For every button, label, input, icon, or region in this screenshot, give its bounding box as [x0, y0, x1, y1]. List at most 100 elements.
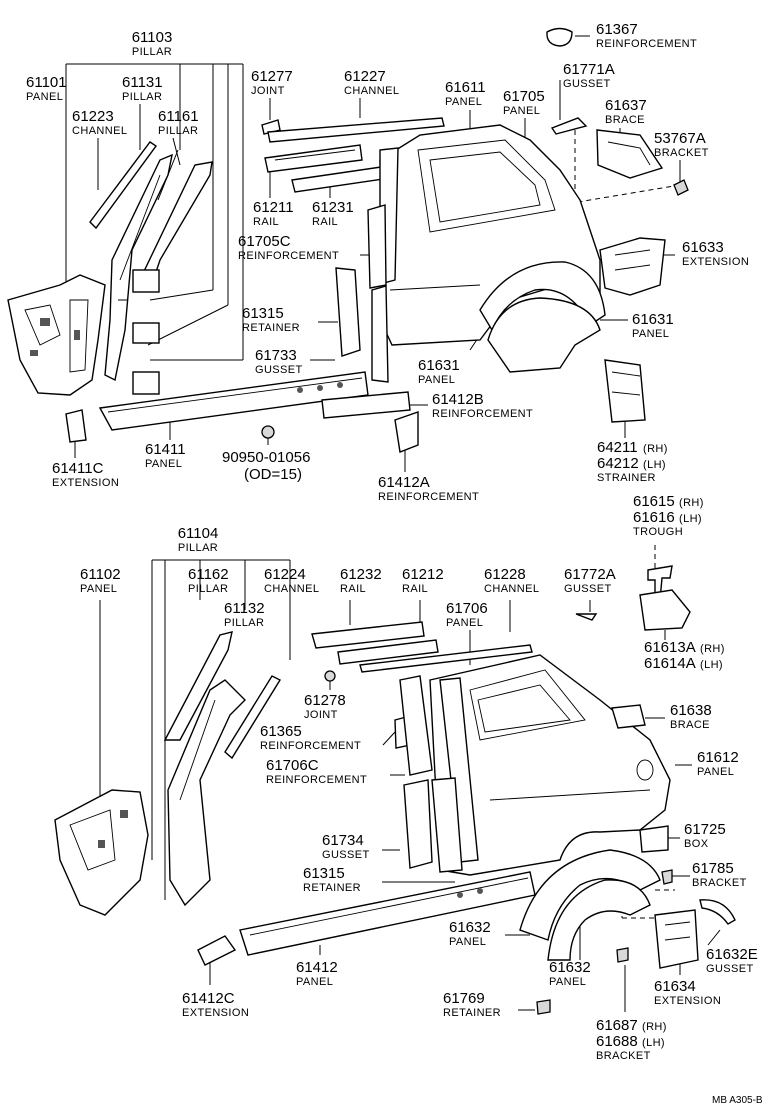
part-number: 61212 [402, 566, 444, 583]
part-number: 61725 [684, 821, 726, 838]
part-number: 61103 [132, 29, 173, 46]
part-name: PANEL [80, 583, 117, 595]
part-name: STRAINER [597, 472, 656, 484]
part-name: PILLAR [178, 542, 218, 554]
part-name: RAIL [340, 583, 366, 595]
part-name: JOINT [251, 85, 285, 97]
part-number: 61637 [605, 97, 647, 114]
part-number: 61367 [596, 21, 638, 38]
part-name: PILLAR [158, 125, 198, 137]
part-61315-retainer [335, 267, 361, 357]
side-designation: (LH) [700, 659, 723, 671]
part-name: PANEL [145, 458, 182, 470]
part-name: PANEL [445, 96, 482, 108]
part-64211-strainer [604, 359, 646, 423]
part-number: 64212 [597, 455, 639, 472]
part-number: 61633 [682, 239, 724, 256]
part-name: BRACKET [692, 877, 747, 889]
part-number: 61769 [443, 990, 485, 1007]
part-number: 61224 [264, 566, 306, 583]
part-number: 61104 [178, 525, 219, 542]
part-number: 61615 [633, 493, 675, 510]
part-number: 61614A [644, 655, 696, 672]
part-61278-joint [324, 670, 336, 682]
part-61223-channel [89, 141, 157, 230]
part-number: 61733 [255, 347, 297, 364]
part-name: PANEL [449, 936, 486, 948]
part-number: 61411C [52, 460, 104, 477]
part-61638-brace [611, 704, 646, 729]
part-number: 61211 [253, 199, 294, 216]
part-name: GUSSET [563, 78, 611, 90]
part-61131-pillar [104, 153, 173, 382]
part-61631-panel-outer [479, 261, 606, 332]
part-name: PANEL [418, 374, 455, 386]
part-61102-panel [54, 789, 149, 916]
part-number: 61705C [238, 233, 291, 250]
part-name: REINFORCEMENT [266, 774, 367, 786]
part-61769-retainer [536, 999, 551, 1015]
part-name: REINFORCEMENT [260, 740, 361, 752]
part-number: 61687 [596, 1017, 638, 1034]
part-number: 61688 [596, 1033, 638, 1050]
part-name: PANEL [697, 766, 734, 778]
part-name: CHANNEL [264, 583, 319, 595]
side-designation: (LH) [679, 513, 702, 525]
part-61231-rail [291, 165, 391, 193]
part-number: 61632 [449, 919, 491, 936]
part-number: 61638 [670, 702, 712, 719]
part-name: RETAINER [303, 882, 361, 894]
part-name: JOINT [304, 709, 338, 721]
part-name: PANEL [632, 328, 669, 340]
part-61687-bracket [616, 947, 629, 963]
side-designation: (LH) [642, 1037, 665, 1049]
part-61132-pillar [167, 679, 246, 907]
side-designation: (RH) [700, 643, 725, 655]
part-61705C-reinforcement [367, 204, 387, 289]
part-name: PANEL [296, 976, 333, 988]
part-number: 61706 [446, 600, 488, 617]
side-designation: (RH) [643, 443, 668, 455]
part-number: 61228 [484, 566, 526, 583]
part-61412B-reinforcement [321, 391, 411, 419]
part-61412A-reinforcement [394, 411, 419, 453]
part-61772A-gusset [575, 613, 598, 621]
part-number: 61102 [80, 566, 121, 583]
part-number: 61412C [182, 990, 235, 1007]
part-number: 61772A [564, 566, 616, 583]
part-number: 61631 [632, 311, 674, 328]
part-number: 61734 [322, 832, 364, 849]
part-name: PANEL [549, 976, 586, 988]
part-name: CHANNEL [72, 125, 127, 137]
part-61725-box [639, 825, 669, 853]
part-61315-retainer-b [431, 777, 463, 873]
part-61612-panel [429, 654, 671, 876]
part-61412C-extension [197, 935, 237, 966]
diagram-code: MB A305-B [712, 1095, 763, 1106]
part-name: REINFORCEMENT [596, 38, 697, 50]
part-61734-gusset [403, 779, 433, 869]
part-number: 61365 [260, 723, 302, 740]
part-61211-rail [264, 144, 363, 173]
part-name: GUSSET [564, 583, 612, 595]
